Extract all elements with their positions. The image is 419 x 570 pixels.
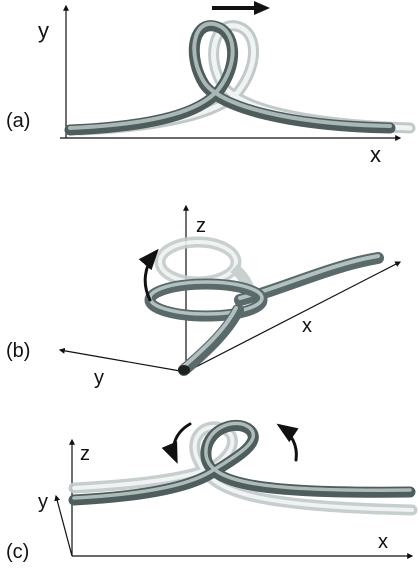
panel-c-ghost-rod	[68, 421, 418, 516]
panel-c-label: (c)	[6, 541, 29, 563]
panel-b-z-label: z	[196, 215, 206, 237]
rotate-arrow-icon	[276, 423, 299, 462]
panel-b-rod	[144, 252, 384, 376]
panel-b-y-label: y	[94, 367, 104, 389]
panel-a-ghost-rod	[74, 20, 416, 136]
panel-b-x-label: x	[302, 315, 312, 337]
panel-b-x-axis	[185, 261, 402, 373]
panel-c-y-axis	[54, 494, 73, 557]
panel-b: z x y (b)	[6, 204, 402, 389]
panel-a: y x (a)	[6, 1, 416, 167]
panel-c-rod	[68, 419, 416, 506]
panel-b-label: (b)	[6, 340, 30, 362]
panel-a-y-label: y	[38, 18, 49, 43]
panel-c-x-label: x	[378, 531, 388, 553]
panel-a-x-label: x	[370, 142, 381, 167]
translate-arrow-icon	[212, 1, 270, 15]
panel-a-label: (a)	[6, 110, 30, 132]
rotate-arrow-icon	[138, 248, 159, 302]
rotate-arrow-icon	[161, 422, 192, 464]
panel-b-y-axis	[58, 347, 187, 373]
panel-a-rod	[64, 20, 396, 136]
panel-c: z y x (c)	[6, 419, 418, 563]
panel-c-z-label: z	[80, 443, 90, 465]
panel-c-y-label: y	[38, 491, 48, 513]
